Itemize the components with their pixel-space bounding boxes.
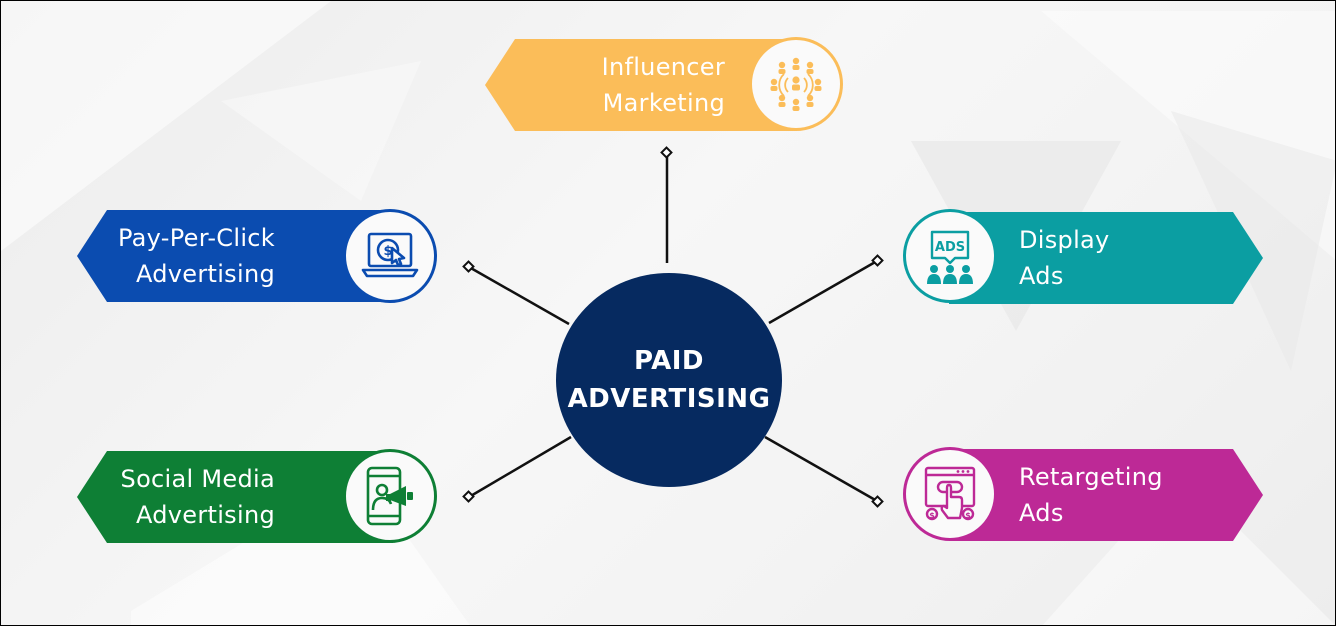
node-display-box: Display Ads [949, 212, 1263, 304]
node-influencer-box: Influencer Marketing [485, 39, 797, 131]
node-social-line-1: Social Media [120, 465, 275, 493]
phone-megaphone-icon [366, 466, 413, 526]
node-display-icon-circle: ADS [903, 209, 997, 303]
node-retargeting-line-2: Ads [1019, 499, 1064, 527]
node-display-line-1: Display [1019, 226, 1110, 254]
connector-social [468, 435, 572, 499]
connector-display [768, 259, 878, 325]
node-ppc-line-1: Pay-Per-Click [117, 224, 275, 252]
connector-retargeting [764, 435, 878, 503]
node-influencer-icon-circle [749, 37, 843, 131]
endpoint-display [871, 254, 884, 267]
node-influencer-line-2: Marketing [602, 89, 725, 117]
node-ppc-line-2: Advertising [135, 260, 275, 288]
connector-ppc [468, 265, 570, 326]
endpoint-retargeting [871, 495, 884, 508]
node-social-icon-circle [343, 449, 437, 543]
node-influencer-line-1: Influencer [601, 53, 725, 81]
ads-icon-text: ADS [935, 240, 965, 255]
hub-circle: PAID ADVERTISING [556, 273, 782, 487]
node-social-box: Social Media Advertising [77, 451, 393, 543]
ads-billboard-audience-icon: ADS [927, 230, 973, 284]
laptop-dollar-cursor-icon: $ [361, 232, 419, 278]
node-retargeting-line-1: Retargeting [1019, 463, 1163, 491]
node-social-line-2: Advertising [135, 501, 275, 529]
hub-title-line-1: PAID [633, 346, 705, 376]
svg-text:$: $ [929, 511, 935, 520]
endpoint-influencer [660, 146, 673, 159]
endpoint-ppc [462, 260, 475, 273]
svg-text:$: $ [965, 511, 971, 520]
node-retargeting-icon-circle: $ $ [903, 447, 997, 541]
hub-title-line-2: ADVERTISING [567, 384, 771, 414]
node-ppc-box: Pay-Per-Click Advertising [77, 210, 393, 302]
node-retargeting-box: Retargeting Ads [949, 449, 1263, 541]
click-dollar-icon: $ $ [924, 466, 976, 521]
svg-text:$: $ [383, 244, 392, 259]
node-ppc-icon-circle: $ [343, 209, 437, 303]
endpoint-social [462, 490, 475, 503]
people-network-icon [770, 57, 822, 111]
node-display-line-2: Ads [1019, 262, 1064, 290]
